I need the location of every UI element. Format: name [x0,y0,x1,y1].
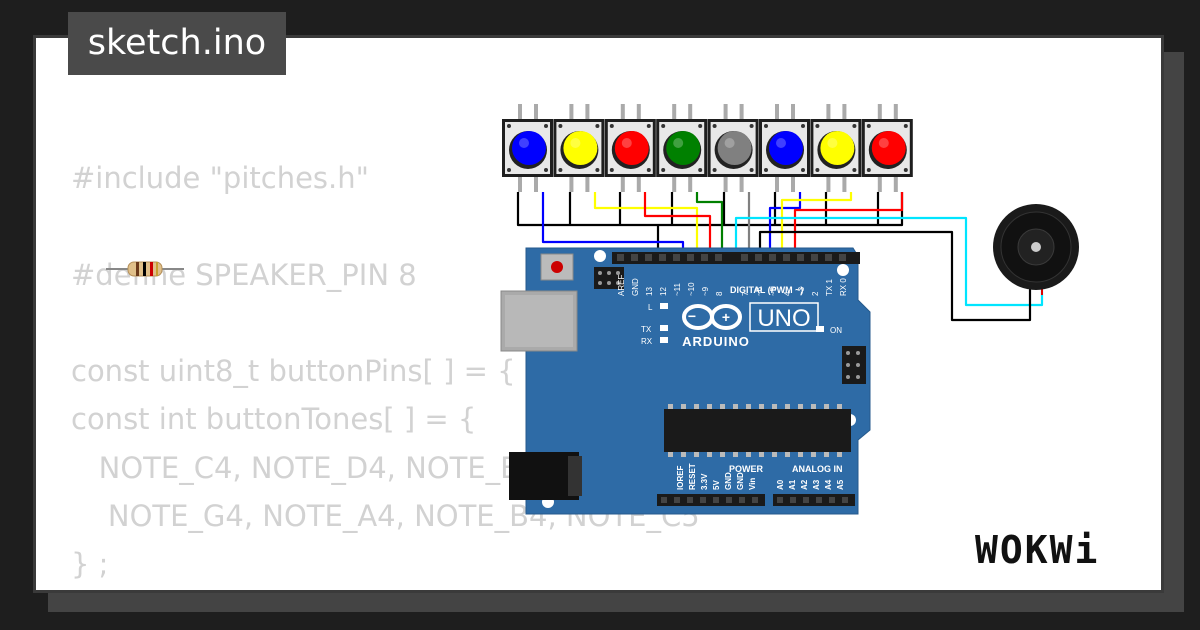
svg-text:−: − [688,308,696,324]
pin-label: A0 [776,479,785,490]
wokwi-logo: WOKWi [975,528,1100,572]
pushbutton[interactable] [707,104,759,192]
pushbutton[interactable] [759,104,810,192]
pushbutton-cap [666,131,701,165]
code-line: const int buttonTones[ ] = { [71,402,477,437]
pin-label: GND [736,472,745,490]
pin-label: 5V [712,480,721,490]
pushbutton[interactable] [553,104,605,192]
digital-label: DIGITAL (PWM ~) [730,285,803,295]
buzzer[interactable] [993,204,1079,295]
pin-label: 12 [659,287,668,296]
svg-text:ON: ON [830,326,842,335]
board-model: UNO [757,305,810,332]
pin-label: A5 [836,479,845,490]
pin-label: RX 0 [839,278,848,296]
pin-label: Vin [748,478,757,490]
pin-label: 8 [715,291,724,296]
icsp-header-right [842,346,866,384]
analog-label: ANALOG IN [792,464,843,474]
pin-label: A1 [788,479,797,490]
pushbutton-row [502,104,913,192]
arduino-uno-board[interactable]: AREF GND 13 12 ~11 ~10 ~9 8 7 ~6 ~5 4 ~3 2 TX 1 RX 0 IO… [500,247,871,515]
atmega-chip [664,409,851,452]
pin-label: ~10 [687,282,696,296]
pin-label: A3 [812,479,821,490]
wire-green-1 [695,192,724,258]
pin-label: RESET [688,463,697,490]
pin-label: AREF [617,275,626,296]
resistor[interactable] [106,261,184,277]
wire-buzzer-signal [734,216,1044,307]
icsp-header-top [594,267,624,289]
pin-label: IOREF [676,465,685,490]
pin-label: GND [724,472,733,490]
svg-text:RX: RX [641,337,653,346]
board-brand: ARDUINO [682,334,750,349]
pin-label: A2 [800,479,809,490]
pin-label: 3.3V [700,473,709,490]
pushbutton-cap [512,131,546,165]
wire-red-2 [793,192,904,258]
code-line: } ; [71,547,109,582]
pushbutton-cap [563,131,598,165]
pin-label: 2 [811,291,820,296]
status-leds: L TX RX ON [641,303,842,346]
pushbutton-cap [820,131,855,165]
pushbutton-cap [717,131,752,165]
reset-button[interactable] [540,253,574,281]
pushbutton[interactable] [502,104,553,192]
power-label: POWER [729,464,764,474]
pin-label: ~9 [701,286,710,296]
code-line: #include "pitches.h" [71,161,369,195]
wire-yellow-2 [780,192,853,258]
pushbutton[interactable] [604,104,656,192]
pin-label: ~11 [673,282,682,296]
power-jack [509,452,579,500]
pin-label: ~6 [755,286,764,296]
wire-buzzer-gnd [758,230,1032,322]
pushbutton[interactable] [810,104,862,192]
wire-red-1 [643,192,712,258]
pin-label: ~3 [797,286,806,296]
pushbutton-cap [871,131,906,165]
pushbutton-cap [769,131,803,165]
pin-label: 13 [645,287,654,296]
code-line: #define SPEAKER_PIN 8 [71,257,417,292]
svg-text:L: L [648,303,653,312]
pin-label: ~5 [769,286,778,296]
pin-label: 4 [783,291,792,296]
pin-label: 7 [741,291,750,296]
arduino-infinity-logo [682,304,742,330]
pushbutton[interactable] [656,104,708,192]
digital-header: AREF GND 13 12 ~11 ~10 ~9 8 7 ~6 ~5 4 ~3 2 TX 1 RX 0 [612,252,860,296]
svg-text:TX: TX [641,325,652,334]
sketch-title: sketch.ino [68,12,286,75]
pin-label: TX 1 [825,279,834,296]
pushbutton[interactable] [861,104,913,192]
wires [516,192,1044,322]
pushbutton-cap [614,131,649,165]
code-line: const uint8_t buttonPins[ ] = { [71,354,516,389]
svg-text:+: + [722,309,730,325]
pin-label: GND [631,278,640,296]
pin-label: A4 [824,479,833,490]
